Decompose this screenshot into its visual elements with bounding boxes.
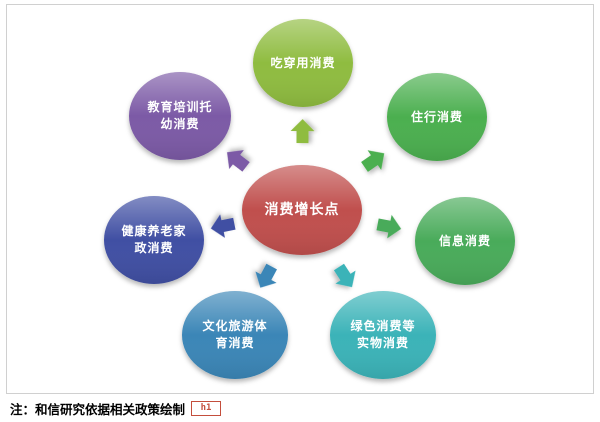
node-health-elderly-domestic (104, 196, 204, 284)
node-information (415, 197, 515, 285)
arrow-to-health-elderly-domestic (210, 214, 236, 238)
source-note: 注：和信研究依据相关政策绘制 (10, 401, 186, 417)
node-label-eat-wear-use: 吃穿用消费 (270, 55, 336, 70)
brand-logo: h1 (191, 400, 222, 416)
node-culture-tourism-sports (182, 291, 288, 379)
node-label-housing-transport: 住行消费 (410, 109, 463, 124)
arrow-to-culture-tourism-sports (255, 263, 277, 288)
footer-note: 注：和信研究依据相关政策绘制 h1 (10, 399, 222, 417)
node-label-culture-tourism-sports: 文化旅游体 育消费 (202, 319, 268, 350)
center-label: 消费增长点 (264, 201, 340, 218)
center-node (242, 165, 362, 255)
node-housing-transport (387, 73, 487, 161)
node-label-education-training-childcare: 教育培训托 幼消费 (147, 100, 213, 131)
arrow-to-green-physical (333, 263, 356, 288)
node-label-information: 信息消费 (438, 233, 491, 248)
node-eat-wear-use (253, 19, 353, 107)
node-green-physical (330, 291, 436, 379)
arrow-to-education-training-childcare (227, 150, 250, 172)
consumption-growth-diagram (104, 19, 515, 379)
arrow-to-eat-wear-use (290, 119, 315, 144)
node-education-training-childcare (129, 72, 231, 160)
arrow-to-housing-transport (361, 150, 385, 172)
arrow-to-information (376, 214, 402, 239)
node-label-health-elderly-domestic: 健康养老家 政消费 (121, 224, 187, 255)
node-label-green-physical: 绿色消费等 实物消费 (350, 319, 416, 350)
